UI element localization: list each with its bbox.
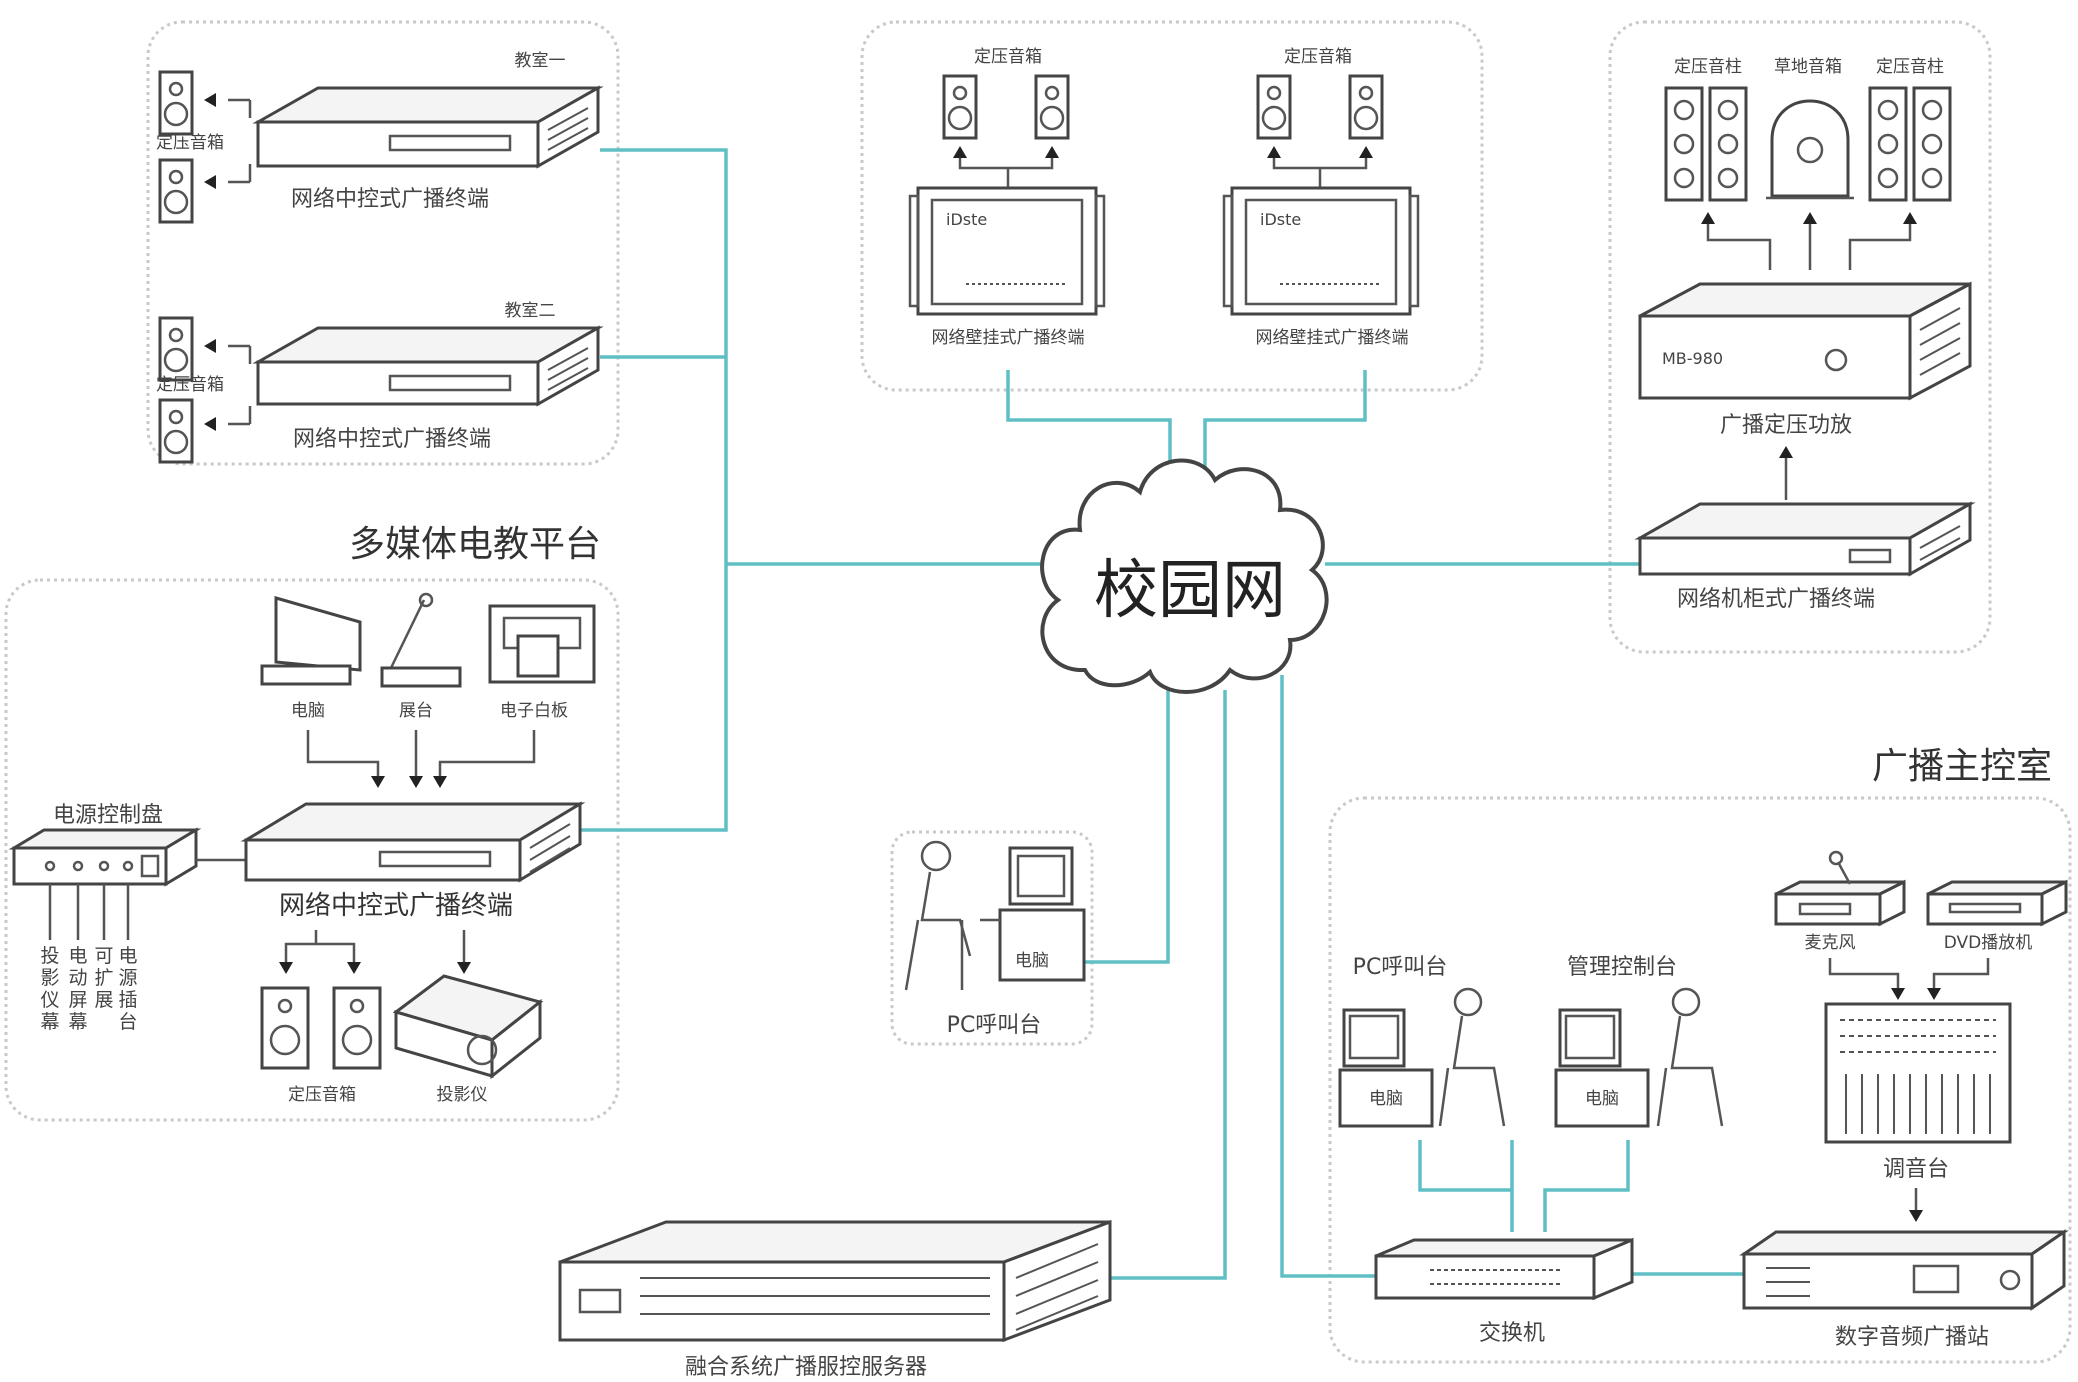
rack-group: 定压音柱 草地音箱 定压音柱 MB-980: [1634, 57, 1976, 612]
cloud-label: 校园网: [1094, 554, 1286, 628]
pccall-label: PC呼叫台: [947, 1013, 1042, 1038]
switch-device: [1374, 1237, 1634, 1301]
wall-brand-right: iDste: [1260, 210, 1301, 229]
wall-terminal-right-label: 网络壁挂式广播终端: [1256, 328, 1409, 348]
wall-terminal-right: iDste: [1222, 186, 1420, 316]
cr-manage-screen-label: 电脑: [1585, 1089, 1619, 1109]
terminal1-label: 网络中控式广播终端: [291, 187, 489, 212]
wallmount-group: 定压音箱 iDste 网络壁挂式广播终端 定压音箱 iDste 网络壁挂式广播终…: [908, 47, 1420, 348]
speaker-icon: [332, 986, 382, 1070]
column-speaker-icon: [1664, 86, 1748, 202]
cr-dvd-label: DVD播放机: [1944, 933, 2033, 953]
cr-pc-screen-label: 电脑: [1369, 1089, 1403, 1109]
rack-terminal-device: [1634, 501, 1976, 577]
pccall-group-box: [890, 830, 1094, 1046]
room1-speaker-label: 定压音箱: [156, 133, 224, 153]
computer-icon: [260, 596, 362, 686]
podium-icon: [380, 592, 462, 688]
link-wall-right: [1203, 370, 1367, 470]
pc-desk-icon: [1554, 987, 1724, 1128]
room2-label: 教室二: [505, 301, 556, 321]
server-device: [558, 1219, 1112, 1343]
amp-model: MB-980: [1662, 349, 1723, 368]
network-links: [580, 148, 1750, 1280]
speaker-icon: [158, 398, 194, 464]
mm-computer-label: 电脑: [291, 701, 325, 721]
dvd-player-icon: [1926, 879, 2068, 927]
multimedia-title: 多媒体电教平台: [349, 524, 601, 565]
console-output-1: 投影仪幕: [40, 945, 59, 1033]
rack-speaker-right-label: 定压音柱: [1876, 57, 1944, 77]
controlroom-group-box: [1328, 796, 2072, 1364]
speaker-icon: [158, 158, 194, 224]
console-label: 电源控制盘: [53, 803, 163, 828]
mixer-icon: [1824, 1002, 2012, 1144]
multimedia-group-box: [4, 578, 620, 1122]
console-output-2: 电动屏幕: [68, 945, 87, 1033]
whiteboard-icon: [488, 604, 596, 684]
link-controlroom-pcs: [1418, 1140, 1630, 1232]
link-server: [1110, 690, 1227, 1280]
rack-speaker-center-label: 草地音箱: [1774, 57, 1842, 77]
lawn-speaker-icon: [1766, 99, 1854, 200]
campus-network-cloud: 校园网: [1040, 458, 1329, 694]
room2-speaker-label: 定压音箱: [156, 375, 224, 395]
wallmount-group-box: [860, 20, 1484, 392]
speaker-icon: [1034, 74, 1070, 140]
link-pccall: [1075, 675, 1170, 964]
column-speaker-icon: [1868, 86, 1952, 202]
projector-icon: [392, 974, 544, 1080]
speaker-icon: [942, 74, 978, 140]
cr-mic-label: 麦克风: [1805, 933, 1856, 953]
mm-speakers-label: 定压音箱: [288, 1085, 356, 1105]
multimedia-group: 多媒体电教平台 电脑 展台 电子白板 电源控制盘: [8, 524, 601, 1105]
wall-speaker-right-label: 定压音箱: [1284, 47, 1352, 67]
room1-label: 教室一: [515, 51, 566, 71]
broadcast-station-device: [1739, 1229, 2069, 1311]
cr-pccall-label: PC呼叫台: [1353, 955, 1448, 980]
rack-terminal-label: 网络机柜式广播终端: [1677, 587, 1875, 612]
pccall-screen-label: 电脑: [1015, 951, 1049, 971]
server-label: 融合系统广播服控服务器: [685, 1355, 927, 1380]
power-console-device: [8, 827, 202, 887]
speaker-icon: [158, 316, 194, 382]
classroom-group: 教室一 定压音箱 网络中控式广播终端 教室二 定压音箱: [156, 51, 604, 464]
station-label: 数字音频广播站: [1835, 1325, 1989, 1350]
mm-podium-label: 展台: [399, 701, 433, 721]
controlroom-title: 广播主控室: [1872, 746, 2052, 787]
pc-call-group: 电脑 PC呼叫台: [904, 840, 1086, 1038]
pc-desk-icon: [1338, 987, 1506, 1128]
microphone-icon: [1774, 850, 1906, 927]
classroom2-terminal: [252, 325, 604, 407]
console-output-3: 可扩展: [94, 945, 113, 1011]
link-wall-left: [1006, 370, 1172, 470]
rack-group-box: [1608, 20, 1992, 654]
mm-terminal-label: 网络中控式广播终端: [279, 891, 513, 921]
speaker-icon: [260, 986, 310, 1070]
rack-speaker-left-label: 定压音柱: [1674, 57, 1742, 77]
mm-whiteboard-label: 电子白板: [500, 701, 568, 721]
mm-projector-label: 投影仪: [437, 1085, 488, 1105]
pc-desk-icon: [904, 840, 1086, 991]
wall-terminal-left-label: 网络壁挂式广播终端: [932, 328, 1085, 348]
amplifier-device: MB-980: [1638, 281, 1972, 401]
multimedia-terminal-device: [240, 801, 586, 883]
cr-mixer-label: 调音台: [1883, 1157, 1949, 1182]
amp-label: 广播定压功放: [1720, 413, 1852, 438]
switch-label: 交换机: [1479, 1321, 1545, 1346]
cr-manage-label: 管理控制台: [1567, 955, 1677, 980]
speaker-icon: [1256, 74, 1292, 140]
wall-terminal-left: iDste: [908, 186, 1106, 316]
wall-brand-left: iDste: [946, 210, 987, 229]
link-classroom1: [580, 148, 728, 832]
wall-speaker-left-label: 定压音箱: [974, 47, 1042, 67]
console-output-4: 电源插台: [118, 945, 137, 1033]
speaker-icon: [158, 70, 194, 136]
classroom1-terminal: [252, 85, 604, 169]
speaker-icon: [1348, 74, 1384, 140]
control-room-group: 广播主控室 PC呼叫台 电脑 管理控制台 电脑 交换机: [1338, 746, 2069, 1350]
link-switch: [1280, 675, 1378, 1278]
terminal2-label: 网络中控式广播终端: [293, 427, 491, 452]
